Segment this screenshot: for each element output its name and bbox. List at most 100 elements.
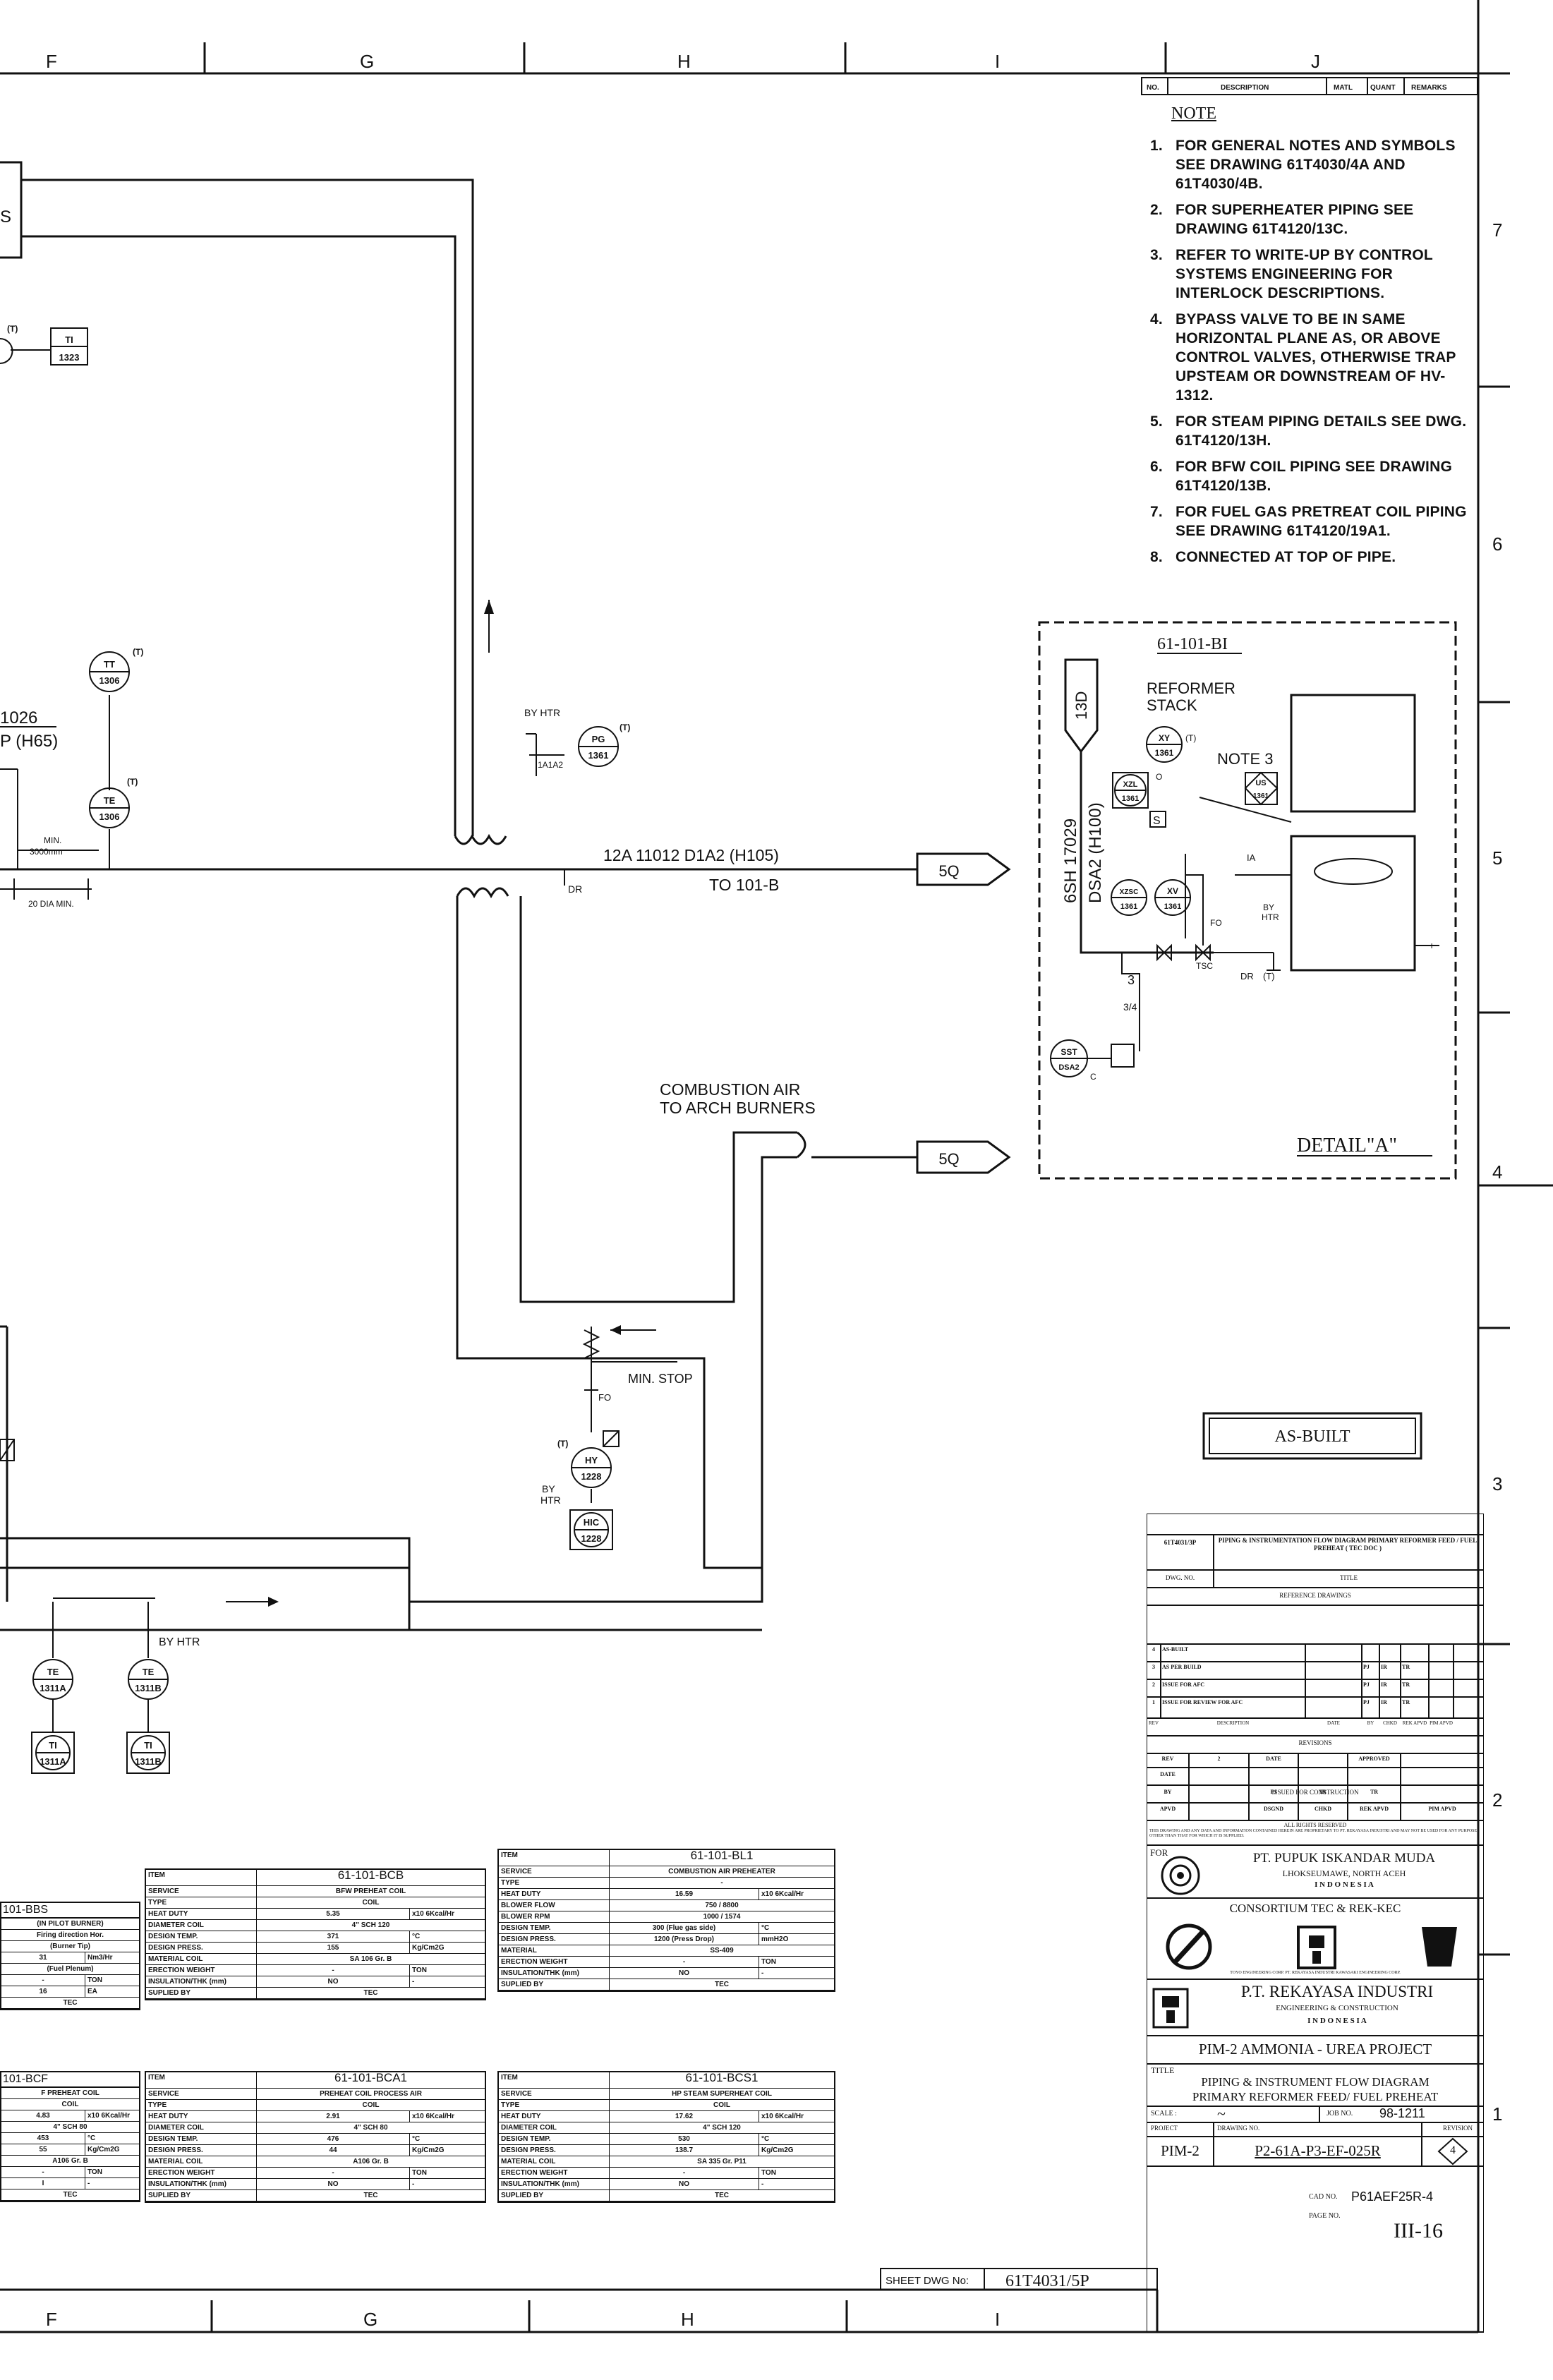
fail-open-label: FO [1210,918,1222,928]
job-label: JOB NO. [1327,2110,1353,2118]
signal-type: O [1156,772,1162,782]
as-built-stamp: AS-BUILT [1202,1412,1422,1460]
note-text: FOR GENERAL NOTES AND SYMBOLS SEE DRAWIN… [1176,138,1456,192]
notes-header: NO. DESCRIPTION MATL QUANT REMARKS [1141,77,1478,95]
equipment-table-cell: - [609,1957,759,1967]
equipment-table-cell: - [409,2179,485,2189]
ti-1311a-indicator: TI 1311A [31,1732,75,1774]
equipment-table-cell: TEC [256,2190,485,2201]
approval-cell: TR [1370,1789,1379,1795]
instrument-number: 1306 [99,675,120,686]
equipment-table-cell: 4.83 [36,2112,50,2120]
equipment-table-title: 101-BBS [1,1903,139,1919]
job-number: 98-1211 [1379,2106,1425,2120]
drain-label: DR [1240,971,1254,981]
equipment-table-cell: TEC [609,2190,834,2201]
grid-row-label: 4 [1492,1161,1502,1183]
equipment-table-cell: x10 6Kcal/Hr [409,2111,485,2122]
equipment-table-cell: SA 106 Gr. B [256,1954,485,1964]
sheet-number: 61T4031/5P [1005,2272,1089,2290]
te-1311a-element: TE 1311A [32,1659,73,1732]
company-country: I N D O N E S I A [1307,2017,1367,2025]
offpage-connector-5q-2: 5Q [916,1140,1011,1174]
scale-value: ~ [1217,2105,1226,2122]
as-built-label: AS-BUILT [1274,1427,1350,1446]
page-label: PAGE NO. [1309,2212,1341,2220]
note-number: 8. [1150,549,1163,565]
equipment-table-cell: 453 [37,2134,49,2142]
revision-cell: AS PER BUILD [1162,1664,1202,1670]
equipment-table-cell: TYPE [148,2101,167,2109]
grid-row-label: 7 [1492,219,1502,241]
instrument-number: 1228 [581,1533,602,1544]
equipment-table-row: Firing direction Hor. [1,1930,139,1941]
equipment-table-row: ERECTION WEIGHT-TON [499,1957,834,1968]
equipment-table-cell: NO [256,2179,409,2189]
revision-cell: PJ [1363,1699,1370,1705]
equipment-table-cell: SUPLIED BY [501,1981,544,1988]
equipment-table-cell: INSULATION/THK (mm) [501,1969,579,1977]
equipment-table-row: I- [1,2178,139,2189]
revision-cell: PJ [1363,1664,1370,1670]
equipment-table-cell: SA 335 Gr. P11 [609,2156,834,2167]
note-number: 4. [1150,311,1163,327]
equipment-table-cell: F PREHEAT COIL [41,2089,99,2097]
grid-col-label: H [677,51,691,72]
signal-type: (T) [1185,733,1196,743]
min-stop-label: MIN. STOP [628,1372,693,1386]
pim-logo-icon [1161,1856,1200,1895]
detail-title: DETAIL"A" [1297,1135,1397,1156]
instrument-tag: HY [585,1455,598,1466]
equipment-table-cell: DESIGN PRESS. [501,1935,556,1943]
equipment-table-cell: 4" SCH 120 [256,1920,485,1931]
equipment-table-cell: TEC [63,2191,78,2199]
sheet-label: SHEET DWG No: [886,2275,969,2287]
instrument-number: 1361 [1253,792,1269,800]
equipment-table-row: DESIGN TEMP.300 (Flue gas side)°C [499,1923,834,1934]
equipment-table-cell: 61-101-BL1 [609,1850,834,1866]
dimension-label: MIN.3000mm [30,835,63,857]
note-item: 7.FOR FUEL GAS PRETREAT COIL PIPING SEE … [1150,502,1468,540]
consortium: CONSORTIUM TEC & REK-KEC [1229,1902,1401,1915]
us-1361-switch: US 1361 [1244,771,1279,806]
instrument-tag: TI [144,1740,152,1751]
equipment-table-cell: 4" SCH 80 [256,2122,485,2133]
equipment-table-cell: 2.91 [256,2111,409,2122]
text-fragment: S [0,207,11,226]
project-code: PIM-2 [1161,2142,1200,2159]
equipment-table-cell: x10 6Kcal/Hr [759,1889,834,1899]
equipment-table-cell: SUPLIED BY [501,2192,544,2199]
fraction-label: 3/4 [1123,1001,1137,1013]
sheet-dwg-box: SHEET DWG No: 61T4031/5P [880,2268,1158,2290]
offpage-connector-5q: 5Q [916,852,1011,886]
by-heater-label: BY HTR [524,707,560,718]
equipment-table-cell: 16.59 [609,1889,759,1899]
equipment-table-cell: Kg/Cm2G [759,2145,834,2156]
equipment-table-row: COIL [1,2099,139,2110]
equipment-table-cell: INSULATION/THK (mm) [148,1978,226,1986]
line-number-label: 6SH 17029 [1061,818,1080,903]
ref-caption: REFERENCE DRAWINGS [1279,1592,1351,1599]
consortium-names: TOYO ENGINEERING CORP. PT. REKAYASA INDU… [1230,1971,1401,1975]
approval-cell: IR [1319,1789,1327,1795]
note-item: 2.FOR SUPERHEATER PIPING SEE DRAWING 61T… [1150,200,1468,238]
revision-col-header: REK APVD [1402,1720,1427,1726]
grid-row-label: 2 [1492,1789,1502,1811]
equipment-table-cell: - [609,2168,759,2178]
hic-1228-controller: HIC 1228 [569,1509,613,1550]
ref-dwg-no: 61T4031/3P [1164,1539,1197,1546]
note-number: 1. [1150,138,1163,154]
